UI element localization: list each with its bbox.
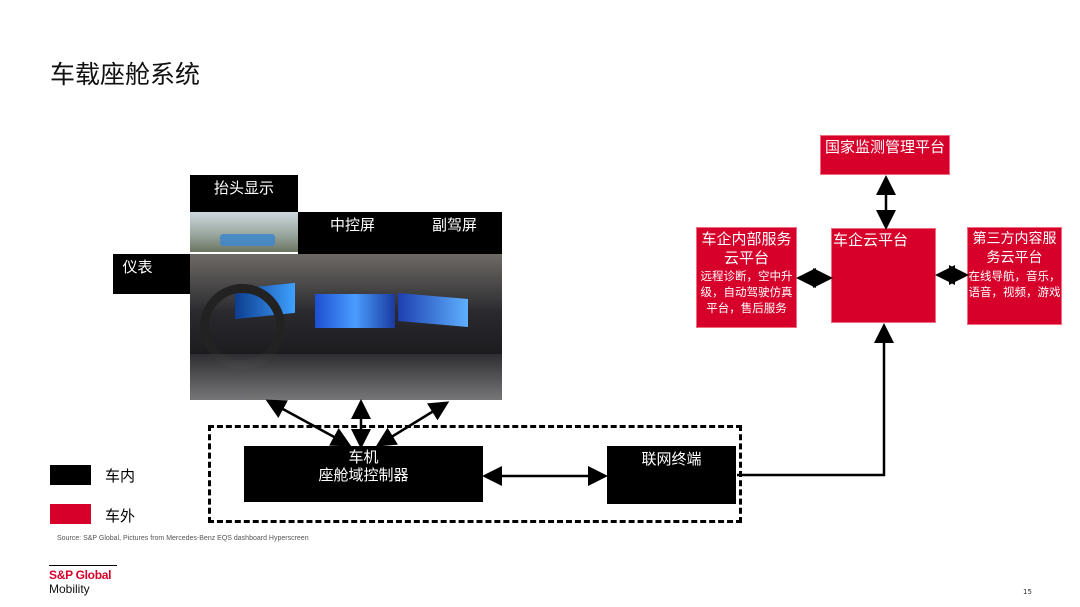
source-note: Source: S&P Global, Pictures from Merced…: [57, 535, 309, 542]
center-screen-label: 中控屏: [330, 216, 376, 234]
screens-label-bar: 中控屏 副驾屏: [298, 212, 502, 254]
dashboard-photo: [190, 254, 502, 400]
third-party-box: 第三方内容服务云平台 在线导航，音乐，语音，视频，游戏: [967, 227, 1062, 325]
page-number: 15: [1023, 588, 1032, 596]
legend-label-in-car: 车内: [105, 467, 136, 485]
oem-internal-title: 车企内部服务云平台: [701, 230, 792, 267]
cluster-label: 仪表: [113, 254, 190, 294]
legend-swatch-in-car: [50, 465, 91, 485]
logo-line2: Mobility: [49, 582, 90, 596]
third-party-desc: 在线导航，音乐，语音，视频，游戏: [968, 269, 1061, 299]
cockpit-controller-label: 座舱域控制器: [318, 466, 409, 484]
logo-line1: S&P Global: [49, 568, 112, 582]
oem-cloud-label: 车企云平台: [833, 231, 909, 249]
head-unit-box: 车机 座舱域控制器: [244, 446, 483, 502]
hud-photo: [190, 212, 298, 252]
arrow-passenger-headunit: [375, 401, 450, 447]
national-platform-box: 国家监测管理平台: [820, 135, 950, 175]
logo: S&P Global Mobility: [49, 565, 117, 596]
hud-label: 抬头显示: [190, 175, 298, 212]
legend-swatch-out-car: [50, 504, 91, 524]
oem-internal-desc: 远程诊断，空中升级，自动驾驶仿真平台，售后服务: [700, 269, 793, 315]
passenger-screen-label: 副驾屏: [432, 216, 478, 234]
third-party-title: 第三方内容服务云平台: [972, 231, 1057, 266]
head-unit-label: 车机: [348, 448, 379, 466]
arrow-cluster-headunit: [265, 399, 352, 447]
arrow-telematics-oem: [737, 323, 894, 477]
hud-projection: [220, 234, 275, 246]
center-display: [315, 294, 395, 328]
oem-internal-box: 车企内部服务云平台 远程诊断，空中升级，自动驾驶仿真平台，售后服务: [696, 227, 797, 328]
national-platform-label: 国家监测管理平台: [824, 138, 945, 156]
telematics-box: 联网终端: [607, 446, 736, 504]
legend-label-out-car: 车外: [105, 507, 136, 525]
page-title: 车载座舱系统: [50, 60, 201, 89]
console: [190, 354, 502, 400]
